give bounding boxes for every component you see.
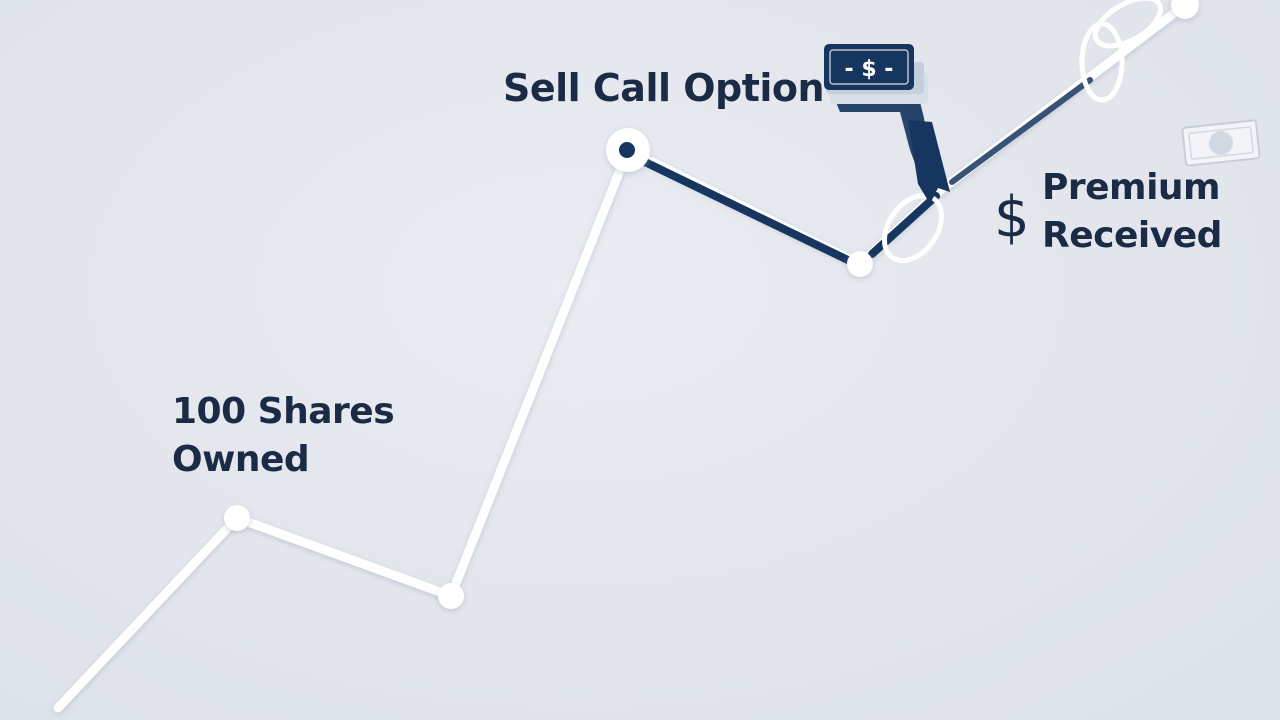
- dollar-sign-icon: $: [994, 185, 1030, 250]
- point-valley: [847, 251, 873, 277]
- point-start: [224, 505, 250, 531]
- cash-stack-icon: - $ -: [824, 44, 950, 204]
- shares-owned-line1: 100 Shares: [172, 391, 395, 432]
- point-end: [1171, 0, 1199, 19]
- option-segment-down: [641, 158, 856, 266]
- premium-received-label: Premium Received: [1042, 164, 1222, 260]
- premium-line1: Premium: [1042, 167, 1221, 208]
- cash-symbol: - $ -: [845, 57, 894, 82]
- ring-icon: [881, 0, 1163, 264]
- point-dip: [438, 583, 464, 609]
- premium-line2: Received: [1042, 215, 1222, 256]
- arrow-icon: [908, 120, 950, 204]
- shares-owned-label: 100 Shares Owned: [172, 388, 395, 484]
- shares-owned-line2: Owned: [172, 439, 310, 480]
- point-sell-call-core: [619, 142, 635, 158]
- option-segment-upper: [949, 77, 1093, 185]
- sell-call-label: Sell Call Option: [503, 66, 825, 110]
- banknote-icon: [1181, 119, 1261, 167]
